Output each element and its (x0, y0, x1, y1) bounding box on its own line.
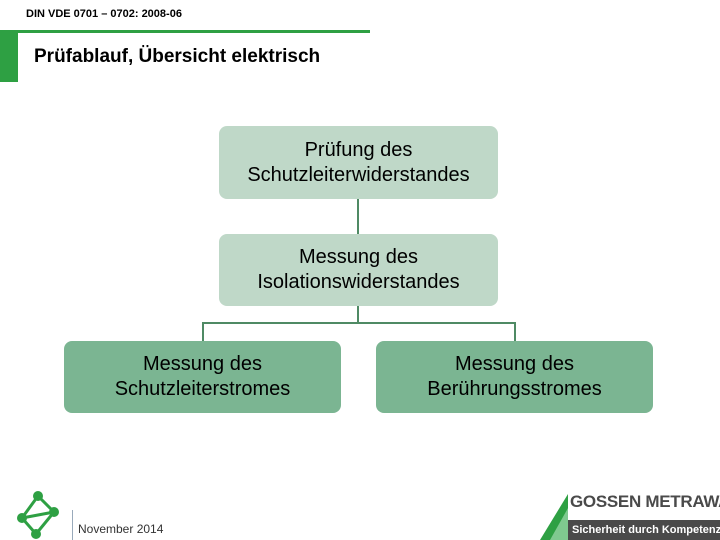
standard-reference: DIN VDE 0701 – 0702: 2008-06 (26, 8, 182, 20)
node-schutzleiterwiderstand: Prüfung des Schutzleiterwiderstandes (219, 126, 498, 199)
footer-divider (72, 510, 73, 540)
connector-2-down (357, 306, 359, 324)
connector-branch-h (202, 322, 516, 324)
connector-branch-left (202, 322, 204, 341)
accent-bar-horizontal (18, 30, 370, 33)
brand-logo: GOSSEN METRAWATT Sicherheit durch Kompet… (540, 488, 720, 540)
node-label: Prüfung des Schutzleiterwiderstandes (247, 138, 470, 186)
accent-bar-vertical (0, 30, 18, 82)
node-beruehrungsstrom: Messung des Berührungsstromes (376, 341, 653, 413)
node-isolationswiderstand: Messung des Isolationswiderstandes (219, 234, 498, 306)
brand-tagline: Sicherheit durch Kompetenz (568, 520, 720, 540)
molecule-logo-icon (17, 491, 59, 539)
brand-name: GOSSEN METRAWATT (570, 492, 720, 511)
node-label: Messung des Berührungsstromes (427, 353, 602, 400)
brand-triangle-icon (540, 494, 568, 540)
connector-branch-right (514, 322, 516, 341)
page-title: Prüfablauf, Übersicht elektrisch (34, 46, 321, 67)
connector-1-2 (357, 199, 359, 234)
node-schutzleiterstrom: Messung des Schutzleiterstromes (64, 341, 341, 413)
node-label: Messung des Schutzleiterstromes (114, 353, 291, 400)
footer-date: November 2014 (78, 522, 164, 536)
node-label: Messung des Isolationswiderstandes (257, 246, 460, 293)
